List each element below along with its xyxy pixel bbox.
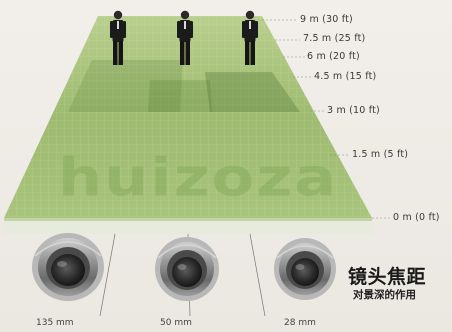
lens-label-28mm: 28 mm bbox=[284, 318, 316, 328]
figure-title: 镜头焦距 bbox=[348, 266, 427, 288]
lens-135mm-icon bbox=[32, 233, 104, 301]
distance-label-6m: 6 m (20 ft) bbox=[307, 51, 360, 62]
lens-50mm-icon bbox=[155, 237, 219, 301]
lens-label-50mm: 50 mm bbox=[160, 318, 192, 328]
figure-subtitle: 对景深的作用 bbox=[353, 289, 416, 301]
distance-label-7-5m: 7.5 m (25 ft) bbox=[303, 33, 366, 44]
ground-field bbox=[4, 16, 372, 234]
lens-label-135mm: 135 mm bbox=[36, 318, 74, 328]
distance-label-4-5m: 4.5 m (15 ft) bbox=[314, 71, 377, 82]
distance-label-3m: 3 m (10 ft) bbox=[327, 105, 380, 116]
lens-28mm-icon bbox=[274, 238, 336, 300]
person-figure-1 bbox=[110, 10, 126, 65]
watermark-text: huizoza bbox=[58, 146, 339, 209]
distance-label-9m: 9 m (30 ft) bbox=[300, 14, 353, 25]
distance-leaders bbox=[262, 19, 390, 219]
distance-label-1-5m: 1.5 m (5 ft) bbox=[352, 149, 409, 160]
person-figure-2 bbox=[177, 10, 193, 65]
distance-label-0m: 0 m (0 ft) bbox=[393, 212, 440, 223]
person-figure-3 bbox=[242, 10, 258, 65]
